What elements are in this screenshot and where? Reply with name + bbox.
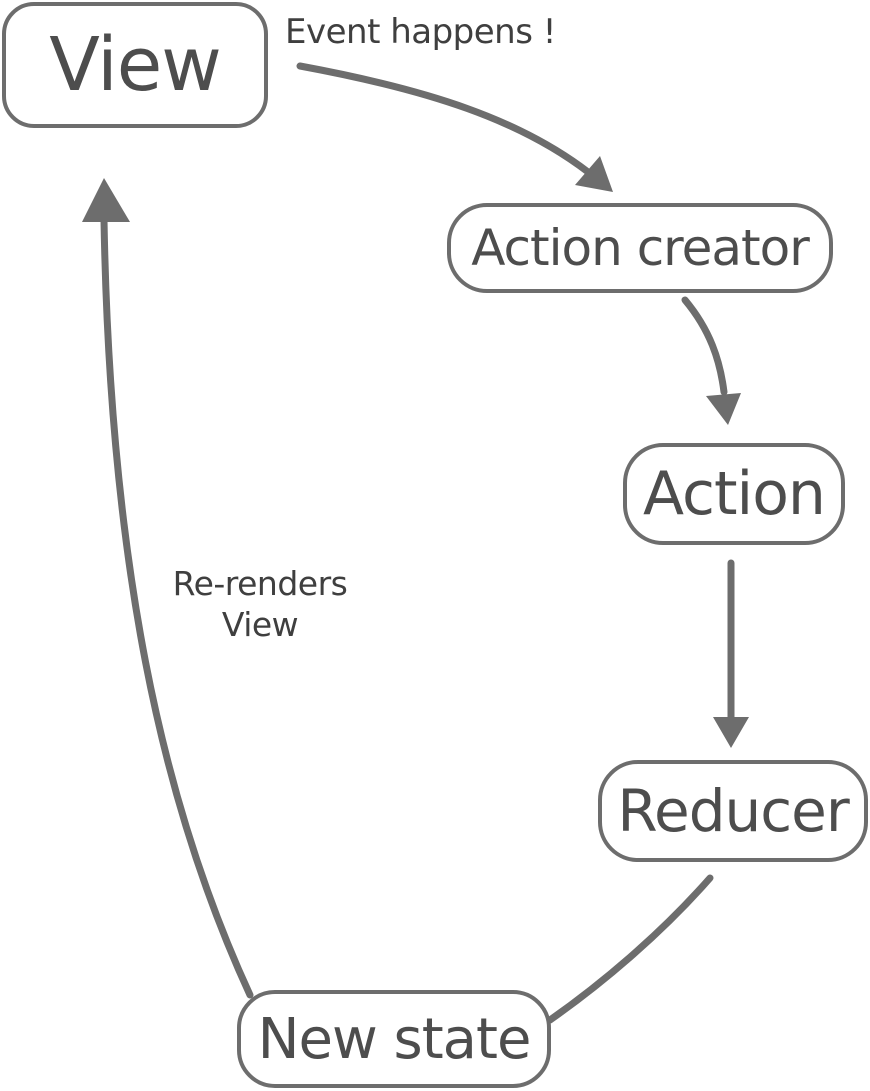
node-action-creator: Action creator	[447, 203, 833, 293]
edge-reducer-to-new-state	[546, 874, 714, 1024]
arrowhead-action-creator	[575, 156, 613, 192]
node-action: Action	[623, 443, 845, 545]
edge-new-state-to-view	[100, 216, 254, 999]
edge-label-event-happens: Event happens !	[285, 12, 556, 52]
edge-action-creator-to-action	[681, 296, 728, 396]
node-new-state: New state	[237, 990, 551, 1088]
edge-label-rerenders-line2: View	[221, 605, 299, 644]
node-view: View	[2, 2, 268, 128]
edge-label-rerenders-view: Re-renders View	[160, 563, 360, 645]
edge-view-to-action-creator	[296, 62, 592, 176]
edge-label-rerenders-line1: Re-renders	[172, 564, 348, 603]
arrowhead-view	[82, 178, 130, 222]
node-reducer: Reducer	[598, 760, 868, 862]
arrowhead-action	[706, 393, 741, 425]
arrowhead-reducer	[713, 717, 749, 748]
